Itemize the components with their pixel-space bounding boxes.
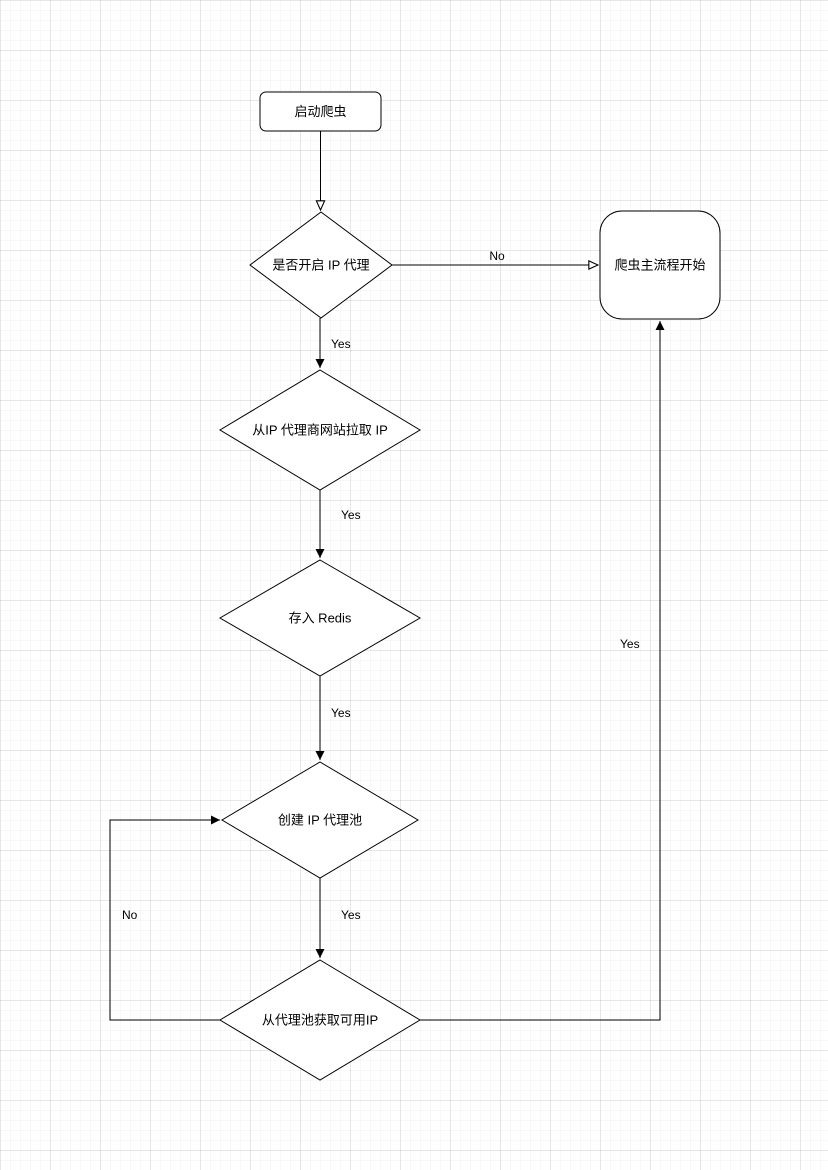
crawler-main-process-shape[interactable] [599,210,721,320]
edge-label-yes-to-pull-ip: Yes [331,337,351,351]
get-usable-ip-shape[interactable] [219,959,421,1081]
node-crawler-main-process[interactable]: 爬虫主流程开始 [599,210,721,320]
node-label-get-usable-ip: 从代理池获取可用IP [262,1013,378,1028]
edge-label-yes-return-main: Yes [620,637,640,651]
check-ip-proxy-shape[interactable] [249,211,393,319]
edge-label-no-return-pool: No [122,908,138,922]
node-start[interactable]: 启动爬虫 [259,91,382,132]
node-label-start: 启动爬虫 [294,104,346,119]
node-create-ip-pool[interactable]: 创建 IP 代理池 [221,761,419,879]
node-label-crawler-main-process: 爬虫主流程开始 [614,258,705,273]
node-label-pull-ip: 从IP 代理商网站拉取 IP [252,423,388,438]
create-ip-pool-shape[interactable] [221,761,419,879]
edge-label-no-to-main: No [489,249,505,263]
edge-label-yes-to-get-ip: Yes [341,908,361,922]
node-pull-ip-from-provider[interactable]: 从IP 代理商网站拉取 IP [219,369,421,491]
node-store-redis[interactable]: 存入 Redis [219,559,421,677]
node-check-ip-proxy[interactable]: 是否开启 IP 代理 [249,211,393,319]
pull-ip-shape[interactable] [219,369,421,491]
start-shape[interactable] [259,91,382,132]
edge-get-ip-back-to-create-pool[interactable] [109,815,220,1021]
node-get-usable-ip[interactable]: 从代理池获取可用IP [219,959,421,1081]
node-label-create-ip-pool: 创建 IP 代理池 [278,813,362,828]
store-redis-shape[interactable] [219,559,421,677]
node-label-store-redis: 存入 Redis [289,611,352,626]
edge-label-yes-to-redis: Yes [341,508,361,522]
edge-get-ip-to-main-process[interactable] [420,321,665,1021]
edge-label-yes-to-create-pool: Yes [331,706,351,720]
node-label-check-ip-proxy: 是否开启 IP 代理 [272,258,369,273]
